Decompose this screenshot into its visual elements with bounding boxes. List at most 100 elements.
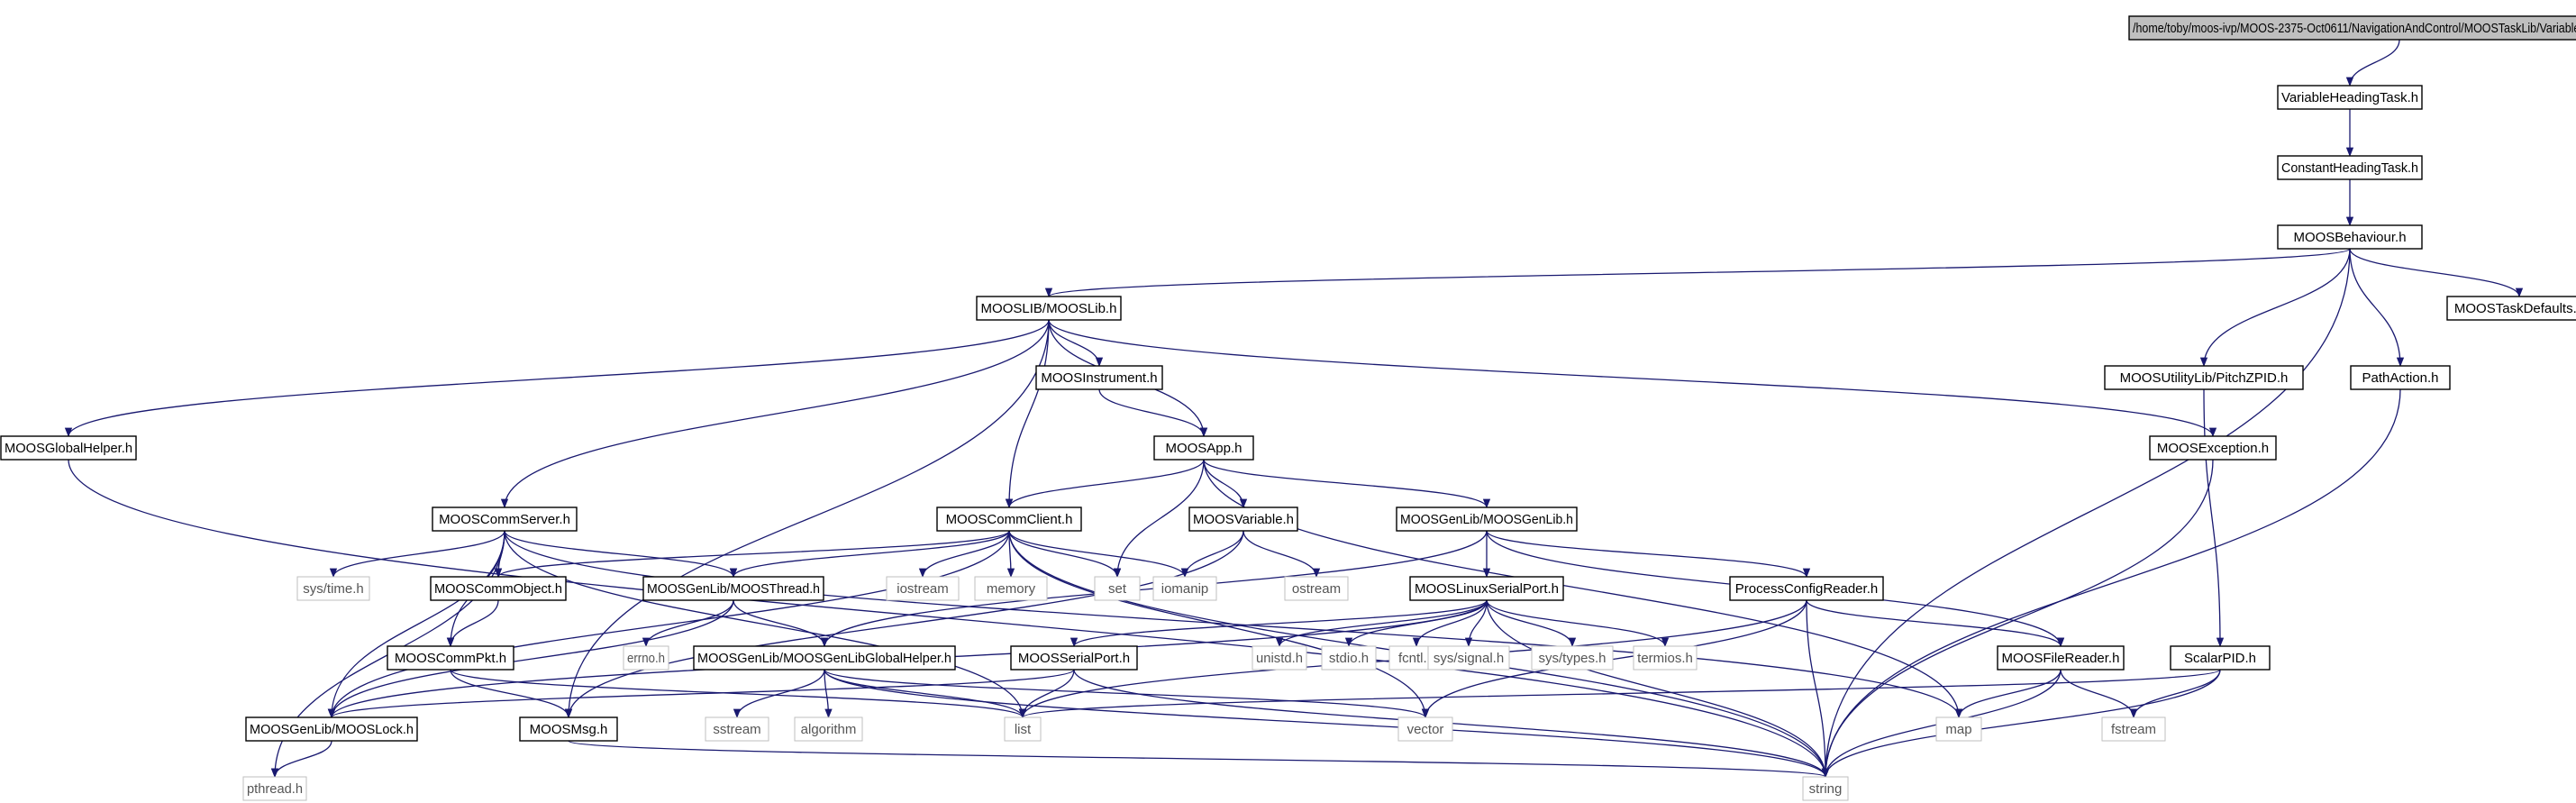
edge-app-to-genlib (1203, 459, 1491, 509)
edge-server-to-systime (329, 530, 505, 579)
node-var[interactable]: MOOSVariable.h (1188, 506, 1298, 532)
node-label: MOOSBehaviour.h (2293, 230, 2406, 245)
node-box (1397, 716, 1453, 742)
node-algorithm: algorithm (794, 716, 863, 742)
node-linux[interactable]: MOOSLinuxSerialPort.h (1409, 576, 1564, 601)
node-memory: memory (974, 576, 1048, 601)
node-box (519, 716, 618, 742)
edge-pkt-to-msg (450, 669, 573, 719)
edge-glob-to-string (68, 459, 1830, 779)
node-box (974, 576, 1048, 601)
edge-client-to-obj (495, 530, 1010, 579)
node-label: MOOSVariable.h (1193, 512, 1294, 527)
node-thread[interactable]: MOOSGenLib/MOOSThread.h (642, 576, 824, 601)
edge-root-to-vht (2345, 39, 2400, 87)
node-glob[interactable]: MOOSGlobalHelper.h (0, 435, 137, 461)
node-label: sys/time.h (303, 581, 364, 597)
node-label: VariableHeadingTask.h (2281, 90, 2418, 105)
node-app[interactable]: MOOSApp.h (1153, 435, 1254, 461)
edge-lock-to-pthread (270, 740, 332, 779)
edge-lib-to-exc (1048, 319, 2216, 438)
node-client[interactable]: MOOSCommClient.h (936, 506, 1082, 532)
node-label: MOOSSerialPort.h (1018, 651, 1130, 666)
edge-scalar-to-fstream (2129, 669, 2221, 719)
node-label: errno.h (627, 651, 665, 666)
node-label: MOOSCommObject.h (434, 581, 562, 597)
node-instr[interactable]: MOOSInstrument.h (1035, 365, 1163, 390)
edge-beh-to-string (1821, 248, 2351, 779)
node-label: memory (987, 581, 1036, 597)
node-label: MOOSCommServer.h (439, 512, 570, 527)
node-label: string (1809, 781, 1843, 797)
edge-pcr-to-freader (1806, 599, 2065, 648)
node-box (1802, 776, 1849, 801)
nodes-layer: /home/toby/moos-ivp/MOOS-2375-Oct0611/Na… (0, 15, 2576, 801)
node-exc[interactable]: MOOSException.h (2149, 435, 2277, 461)
node-freader[interactable]: MOOSFileReader.h (1997, 645, 2125, 671)
edge-pkt-to-list (450, 669, 1026, 719)
node-box (0, 435, 137, 461)
node-pkt[interactable]: MOOSCommPkt.h (387, 645, 514, 671)
node-label: stdio.h (1329, 651, 1369, 666)
node-label: ScalarPID.h (2184, 651, 2256, 666)
node-label: MOOSLinuxSerialPort.h (1415, 581, 1559, 597)
edge-lib-to-client (1005, 319, 1050, 509)
node-label: MOOSGenLib/MOOSLock.h (250, 722, 414, 737)
node-server[interactable]: MOOSCommServer.h (432, 506, 578, 532)
node-ostream: ostream (1284, 576, 1349, 601)
edge-server-to-lock (327, 530, 505, 719)
node-errno: errno.h (623, 645, 669, 671)
edge-ghelper-to-algorithm (824, 669, 833, 719)
node-path[interactable]: PathAction.h (2350, 365, 2451, 390)
edge-exc-to-string (1821, 459, 2214, 779)
node-cht[interactable]: ConstantHeadingTask.h (2277, 155, 2423, 180)
node-systime: sys/time.h (296, 576, 370, 601)
node-scalar[interactable]: ScalarPID.h (2170, 645, 2271, 671)
node-taskdef[interactable]: MOOSTaskDefaults.h (2446, 296, 2576, 321)
node-box (1531, 645, 1614, 671)
node-box (623, 645, 669, 671)
node-box (1396, 506, 1578, 532)
node-pcr[interactable]: ProcessConfigReader.h (1729, 576, 1884, 601)
node-label: MOOSInstrument.h (1041, 370, 1157, 386)
node-lock[interactable]: MOOSGenLib/MOOSLock.h (245, 716, 418, 742)
node-label: sys/types.h (1538, 651, 1606, 666)
node-serial[interactable]: MOOSSerialPort.h (1010, 645, 1138, 671)
edge-linux-to-signal (1464, 599, 1488, 648)
node-box (1252, 645, 1307, 671)
node-genlib[interactable]: MOOSGenLib/MOOSGenLib.h (1396, 506, 1578, 532)
edge-lib-to-glob (64, 319, 1050, 438)
node-box (705, 716, 769, 742)
edge-beh-to-taskdef (2349, 248, 2524, 298)
node-list: list (1004, 716, 1042, 742)
node-label: /home/toby/moos-ivp/MOOS-2375-Oct0611/Na… (2133, 21, 2576, 36)
node-box (1409, 576, 1564, 601)
node-types: sys/types.h (1531, 645, 1614, 671)
node-box (245, 716, 418, 742)
node-beh[interactable]: MOOSBehaviour.h (2277, 224, 2423, 250)
node-lib[interactable]: MOOSLIB/MOOSLib.h (976, 296, 1122, 321)
edge-path-to-string (1821, 388, 2401, 779)
node-string: string (1802, 776, 1849, 801)
node-pitch[interactable]: MOOSUtilityLib/PitchZPID.h (2104, 365, 2304, 390)
node-ghelper[interactable]: MOOSGenLib/MOOSGenLibGlobalHelper.h (693, 645, 956, 671)
node-root: /home/toby/moos-ivp/MOOS-2375-Oct0611/Na… (2128, 15, 2576, 41)
node-msg[interactable]: MOOSMsg.h (519, 716, 618, 742)
node-box (2277, 155, 2423, 180)
edge-var-to-iomanip (1180, 530, 1244, 579)
node-box (1427, 645, 1510, 671)
node-box (976, 296, 1122, 321)
node-vht[interactable]: VariableHeadingTask.h (2277, 85, 2423, 110)
edge-client-to-set (1008, 530, 1122, 579)
node-box (1004, 716, 1042, 742)
node-box (886, 576, 960, 601)
node-pthread: pthread.h (242, 776, 307, 801)
edge-genlib-to-pcr (1486, 530, 1811, 579)
node-obj[interactable]: MOOSCommObject.h (430, 576, 567, 601)
edge-client-to-thread (729, 530, 1010, 579)
node-label: iostream (897, 581, 949, 597)
node-box (2128, 15, 2576, 41)
node-termios: termios.h (1633, 645, 1698, 671)
edge-lib-to-server (500, 319, 1050, 509)
node-map: map (1935, 716, 1982, 742)
